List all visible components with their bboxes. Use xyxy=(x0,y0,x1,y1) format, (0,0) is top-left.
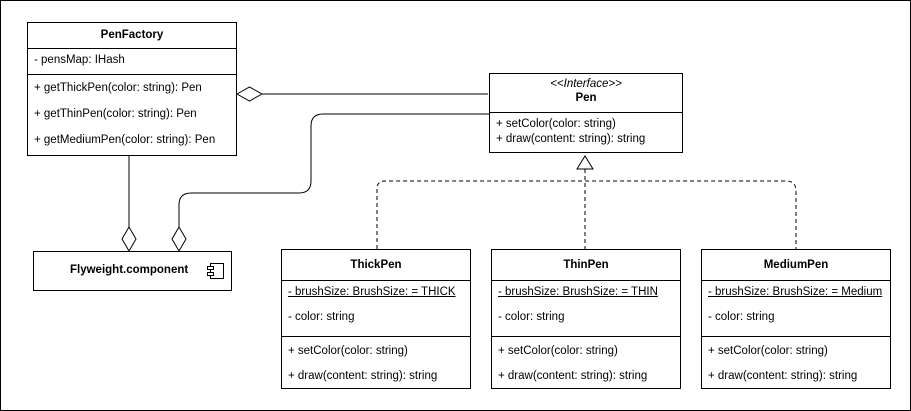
pen-title: Pen xyxy=(575,92,597,104)
penfactory-attributes: - pensMap: IHash xyxy=(28,49,236,75)
interface-pen[interactable]: <<Interface>> Pen + setColor(color: stri… xyxy=(489,73,683,153)
penfactory-attribute: - pensMap: IHash xyxy=(34,54,125,66)
aggregation-flyweight-to-pen[interactable] xyxy=(171,113,490,252)
class-mediumpen[interactable]: MediumPen - brushSize: BrushSize: = Medi… xyxy=(701,249,891,389)
pen-method: + setColor(color: string) xyxy=(496,118,616,130)
thinpen-methods: + setColor(color: string) + draw(content… xyxy=(492,337,680,388)
class-thickpen[interactable]: ThickPen - brushSize: BrushSize: = THICK… xyxy=(281,249,471,389)
thinpen-title: ThinPen xyxy=(492,250,680,281)
mediumpen-title: MediumPen xyxy=(702,250,890,281)
class-thinpen[interactable]: ThinPen - brushSize: BrushSize: = THIN -… xyxy=(491,249,681,389)
thinpen-method: + setColor(color: string) xyxy=(498,345,618,357)
mediumpen-attribute: - color: string xyxy=(708,311,775,323)
component-flyweight[interactable]: Flyweight.component xyxy=(33,251,232,291)
mediumpen-attribute: - brushSize: BrushSize: = Medium xyxy=(708,286,883,298)
realization-edges[interactable] xyxy=(376,155,797,249)
mediumpen-methods: + setColor(color: string) + draw(content… xyxy=(702,337,890,388)
thickpen-attribute: - color: string xyxy=(288,311,355,323)
thickpen-attributes: - brushSize: BrushSize: = THICK - color:… xyxy=(282,281,470,337)
mediumpen-method: + setColor(color: string) xyxy=(708,345,828,357)
thinpen-attribute: - color: string xyxy=(498,311,565,323)
penfactory-method: + getThinPen(color: string): Pen xyxy=(34,108,197,120)
thickpen-methods: + setColor(color: string) + draw(content… xyxy=(282,337,470,388)
thinpen-attributes: - brushSize: BrushSize: = THIN - color: … xyxy=(492,281,680,337)
penfactory-methods: + getThickPen(color: string): Pen + getT… xyxy=(28,75,236,155)
penfactory-title: PenFactory xyxy=(28,23,236,49)
mediumpen-method: + draw(content: string): string xyxy=(708,370,858,382)
penfactory-method: + getMediumPen(color: string): Pen xyxy=(34,134,216,146)
aggregation-factory-to-pen[interactable] xyxy=(235,86,488,102)
thickpen-title: ThickPen xyxy=(282,250,470,281)
class-penfactory[interactable]: PenFactory - pensMap: IHash + getThickPe… xyxy=(27,22,237,156)
thinpen-attribute: - brushSize: BrushSize: = THIN xyxy=(498,286,658,298)
pen-stereotype: <<Interface>> xyxy=(550,78,622,90)
aggregation-flyweight-to-factory[interactable] xyxy=(121,156,137,252)
penfactory-method: + getThickPen(color: string): Pen xyxy=(34,82,202,94)
pen-methods: + setColor(color: string) + draw(content… xyxy=(490,113,682,152)
thickpen-attribute: - brushSize: BrushSize: = THICK xyxy=(288,286,456,298)
pen-header: <<Interface>> Pen xyxy=(490,74,682,113)
component-icon xyxy=(207,263,224,279)
thickpen-method: + draw(content: string): string xyxy=(288,370,438,382)
pen-method: + draw(content: string): string xyxy=(496,133,646,145)
thickpen-method: + setColor(color: string) xyxy=(288,345,408,357)
mediumpen-attributes: - brushSize: BrushSize: = Medium - color… xyxy=(702,281,890,337)
thinpen-method: + draw(content: string): string xyxy=(498,370,648,382)
flyweight-label: Flyweight.component xyxy=(70,264,189,276)
